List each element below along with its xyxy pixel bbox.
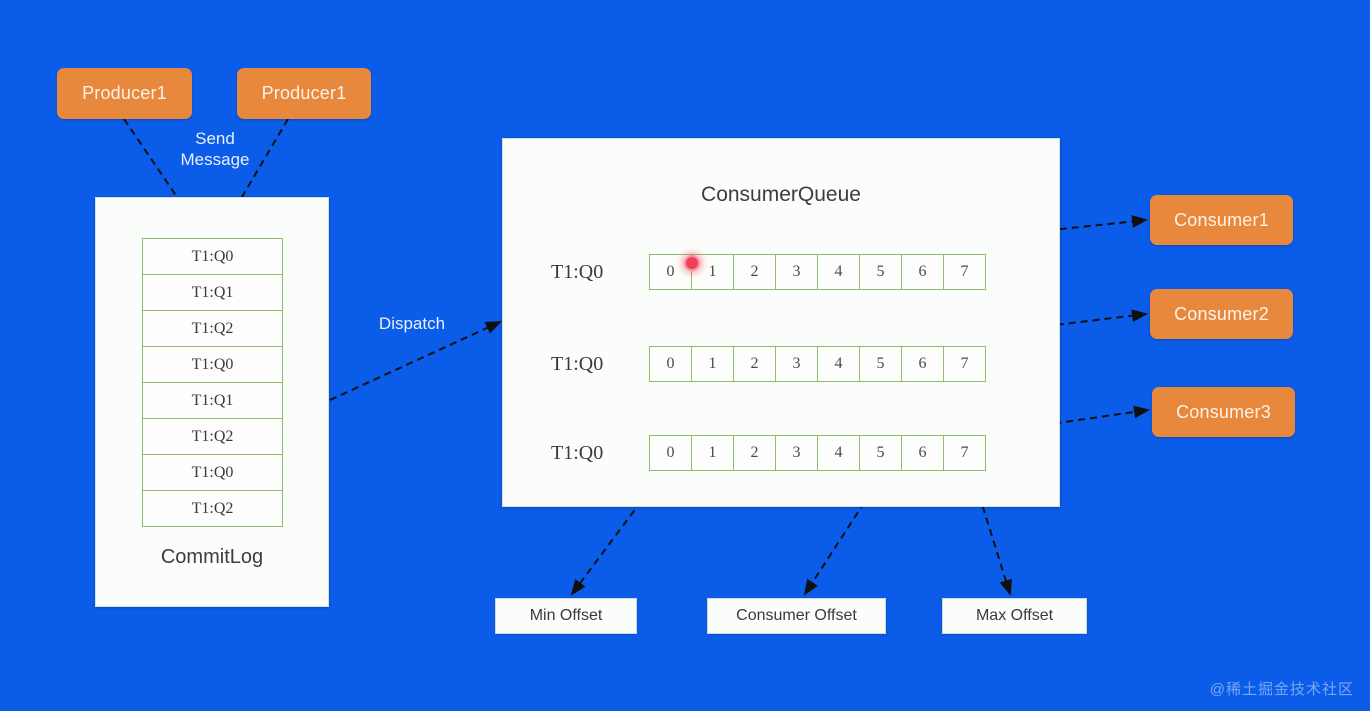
consumer-offset-box: Consumer Offset	[707, 598, 886, 634]
max-offset-label: Max Offset	[975, 607, 1054, 624]
queue-row-label: T1:Q0	[551, 352, 604, 375]
queue-cell[interactable]: 1	[692, 347, 734, 381]
consumer-node-3[interactable]: Consumer3	[1152, 387, 1295, 437]
dispatch-label: Dispatch	[378, 314, 446, 333]
queue-cell[interactable]: 4	[818, 255, 860, 289]
min-offset-label: Min Offset	[529, 607, 603, 624]
queue-cell[interactable]: 3	[776, 436, 818, 470]
min-offset-box: Min Offset	[495, 598, 637, 634]
producer-node-2[interactable]: Producer1	[237, 68, 371, 119]
commitlog-entry: T1:Q1	[142, 382, 283, 418]
queue-cell[interactable]: 0	[650, 347, 692, 381]
queue-cell[interactable]: 5	[860, 347, 902, 381]
consumer-label: Consumer2	[1174, 303, 1269, 324]
consumer-queue-title: ConsumerQueue	[701, 183, 861, 206]
queue-cell[interactable]: 2	[734, 255, 776, 289]
queue-cell[interactable]: 4	[818, 436, 860, 470]
queue-cell[interactable]: 5	[860, 436, 902, 470]
queue-cell[interactable]: 3	[776, 255, 818, 289]
queue-cell[interactable]: 0	[650, 436, 692, 470]
producer-node-1[interactable]: Producer1	[57, 68, 192, 119]
queue-cell[interactable]: 7	[944, 436, 985, 470]
queue-row-label: T1:Q0	[551, 441, 604, 464]
commitlog-entry: T1:Q0	[142, 346, 283, 382]
consumer-label: Consumer3	[1176, 401, 1271, 422]
commitlog-entry: T1:Q2	[142, 310, 283, 346]
commitlog-entry: T1:Q2	[142, 418, 283, 454]
consumer-offset-label: Consumer Offset	[736, 607, 857, 624]
queue-cell[interactable]: 1	[692, 436, 734, 470]
commitlog-entry: T1:Q2	[142, 490, 283, 527]
queue-cell[interactable]: 5	[860, 255, 902, 289]
queue-cell[interactable]: 7	[944, 347, 985, 381]
queue-cell[interactable]: 2	[734, 347, 776, 381]
consumer-label: Consumer1	[1174, 209, 1269, 230]
queue-row-label: T1:Q0	[551, 260, 604, 283]
consumer-node-2[interactable]: Consumer2	[1150, 289, 1293, 339]
queue-cell[interactable]: 6	[902, 255, 944, 289]
queue-cell[interactable]: 2	[734, 436, 776, 470]
producer-label: Producer1	[261, 83, 347, 103]
watermark-text: @稀土掘金技术社区	[1209, 681, 1354, 698]
cursor-marker-dot	[684, 255, 700, 271]
producer-label: Producer1	[82, 83, 167, 103]
send-message-line-1: Send	[195, 129, 235, 148]
send-message-line-2: Message	[180, 150, 250, 169]
queue-cell[interactable]: 6	[902, 436, 944, 470]
commitlog-entry: T1:Q0	[142, 454, 283, 490]
commitlog-entry: T1:Q1	[142, 274, 283, 310]
queue-cell[interactable]: 4	[818, 347, 860, 381]
commitlog-entry: T1:Q0	[142, 238, 283, 274]
queue-cell[interactable]: 3	[776, 347, 818, 381]
max-offset-box: Max Offset	[942, 598, 1087, 634]
send-message-label: Send Message	[155, 128, 275, 170]
queue-cell[interactable]: 6	[902, 347, 944, 381]
commitlog-caption: CommitLog	[160, 546, 264, 568]
consumer-node-1[interactable]: Consumer1	[1150, 195, 1293, 245]
queue-cell[interactable]: 7	[944, 255, 985, 289]
